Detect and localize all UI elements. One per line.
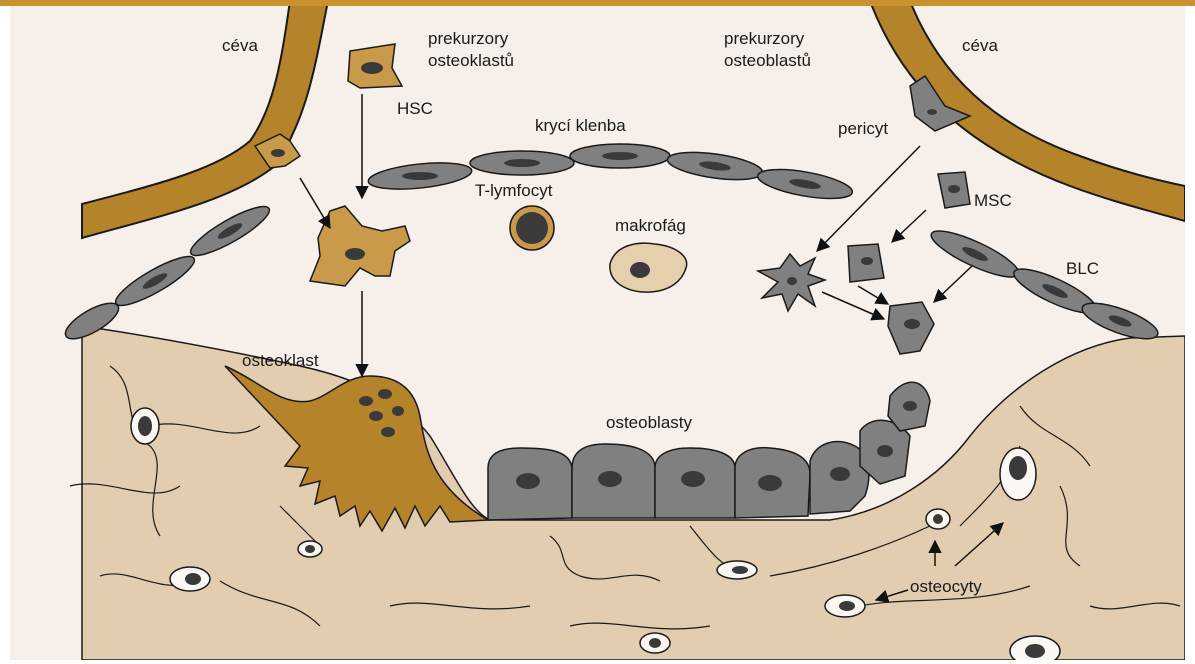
label-osteocyty: osteocyty: [910, 577, 982, 596]
label-ceva-left: céva: [222, 36, 258, 55]
blood-vessel-left: [82, 6, 328, 238]
label-hsc: HSC: [397, 99, 433, 118]
label-prekurzory-osteoblastu-line1: prekurzory: [724, 29, 805, 48]
label-pericyt: pericyt: [838, 119, 888, 138]
label-prekurzory-osteoblastu-line2: osteoblastů: [724, 51, 811, 70]
bone-remodeling-diagram: céva prekurzory osteoklastů HSC prekurzo…: [10, 6, 1185, 660]
osteoclast-precursor: [310, 206, 410, 286]
label-prekurzory-osteoklastu-line2: osteoklastů: [428, 51, 514, 70]
label-ceva-right: céva: [962, 36, 998, 55]
label-msc: MSC: [974, 191, 1012, 210]
label-makrofag: makrofág: [615, 216, 686, 235]
hsc-cell: [348, 44, 402, 88]
t-lymphocyte: [510, 206, 554, 250]
osteoblasts: [488, 382, 930, 520]
macrophage: [610, 243, 687, 292]
label-t-lymfocyt: T-lymfocyt: [475, 181, 553, 200]
label-osteoblasty: osteoblasty: [606, 413, 692, 432]
label-blc: BLC: [1066, 259, 1099, 278]
diagram-panel: céva prekurzory osteoklastů HSC prekurzo…: [10, 6, 1185, 660]
pericyte-star: [758, 254, 825, 311]
label-osteoklast: osteoklast: [242, 351, 319, 370]
canopy-nuclei: [141, 152, 1133, 329]
label-kryci-klenba: krycí klenba: [535, 116, 626, 135]
label-prekurzory-osteoklastu-line1: prekurzory: [428, 29, 509, 48]
